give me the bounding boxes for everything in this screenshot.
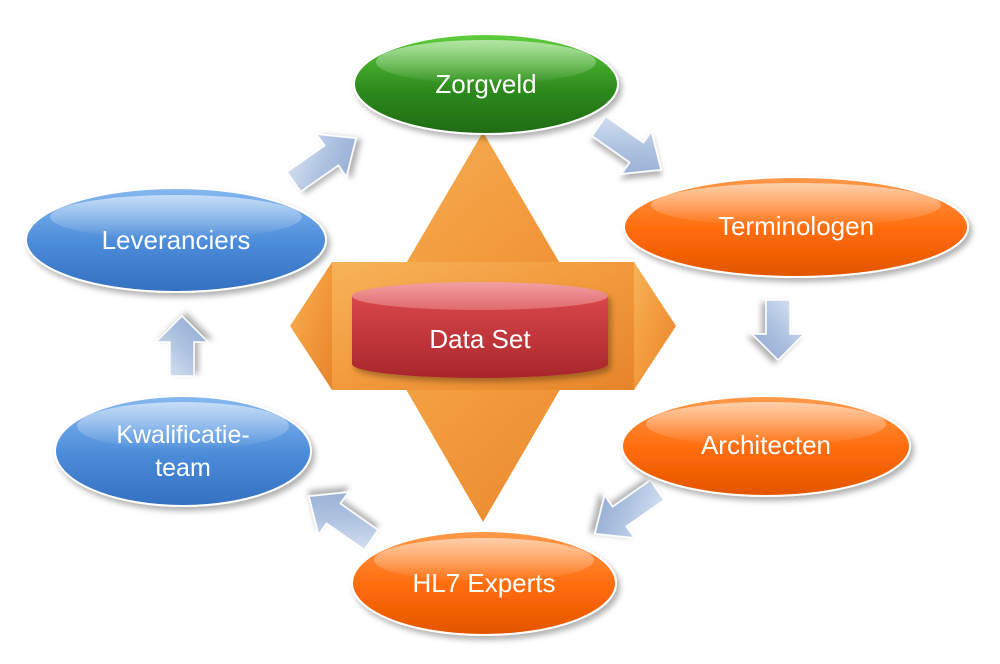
flow-arrow-leveranciers-to-zorgveld (285, 133, 358, 193)
flow-arrow-terminologen-to-architecten (750, 299, 806, 362)
node-architecten-label: Architecten (701, 430, 831, 460)
star-side-points (290, 262, 676, 390)
node-kwalificatieteam-label-line1: Kwalificatie- (116, 421, 249, 449)
node-kwalificatieteam-label-line2: team (155, 454, 211, 482)
node-terminologen-label: Terminologen (718, 211, 874, 241)
node-architecten: Architecten (621, 395, 911, 497)
node-leveranciers: Leveranciers (25, 187, 327, 293)
node-leveranciers-label: Leveranciers (102, 225, 251, 255)
node-zorgveld-label: Zorgveld (435, 69, 536, 99)
node-hl7-experts-label: HL7 Experts (412, 568, 555, 598)
node-hl7-experts: HL7 Experts (351, 530, 617, 636)
flow-arrow-kwalificatieteam-to-leveranciers (154, 314, 210, 377)
node-zorgveld: Zorgveld (353, 33, 619, 135)
node-terminologen: Terminologen (623, 176, 969, 278)
data-set-cylinder: Data Set (352, 282, 608, 378)
node-kwalificatieteam: Kwalificatie- team (54, 395, 312, 507)
flow-arrow-hl7-to-kwalificatieteam (307, 491, 380, 551)
flow-arrow-zorgveld-to-terminologen (590, 115, 663, 175)
data-set-label: Data Set (429, 324, 531, 354)
flow-arrow-architecten-to-hl7 (593, 479, 666, 539)
